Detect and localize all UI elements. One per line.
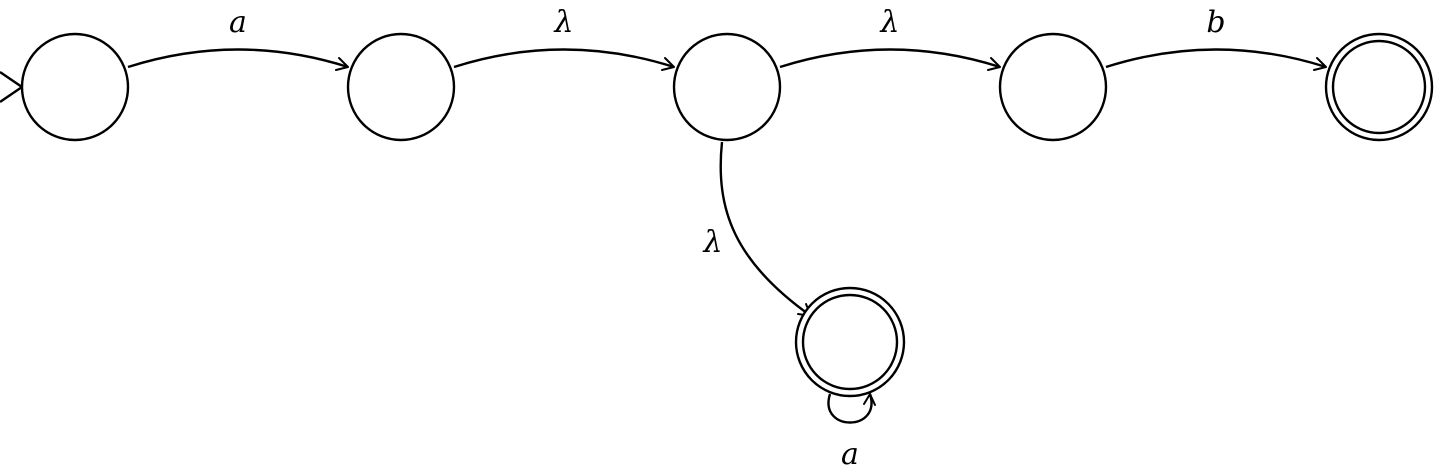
start-arrow bbox=[0, 71, 25, 103]
label-q2-q3: λ bbox=[879, 5, 899, 40]
state-q5-inner-ring bbox=[801, 293, 899, 391]
transition-q1-q2: λ bbox=[453, 5, 675, 71]
transition-q5-q5: a bbox=[827, 393, 876, 472]
edge-q1-q2 bbox=[453, 48, 675, 69]
edge-q2-q3 bbox=[779, 48, 1001, 69]
transition-q2-q3: λ bbox=[779, 5, 1001, 71]
transition-q2-q5: λ bbox=[702, 141, 812, 317]
edge-q3-q4 bbox=[1105, 48, 1327, 69]
state-q2 bbox=[672, 32, 782, 142]
arrowhead-q2-q3 bbox=[987, 57, 1001, 71]
arrowhead-q0-q1 bbox=[335, 57, 349, 71]
state-q4-accepting bbox=[1324, 32, 1434, 142]
arrowhead-q1-q2 bbox=[661, 57, 675, 71]
state-q0-start bbox=[20, 32, 130, 142]
state-q4-inner-ring bbox=[1331, 39, 1427, 135]
arrowhead-q3-q4 bbox=[1313, 57, 1327, 71]
label-q0-q1: a bbox=[229, 5, 247, 40]
arrowhead-q5-q5 bbox=[863, 393, 876, 406]
transition-q3-q4: b bbox=[1105, 5, 1327, 71]
state-q1 bbox=[346, 32, 456, 142]
transition-q0-q1: a bbox=[127, 5, 349, 71]
label-q1-q2: λ bbox=[553, 5, 573, 40]
label-q5-q5: a bbox=[841, 437, 859, 472]
label-q2-q5: λ bbox=[702, 225, 722, 260]
state-q3 bbox=[998, 32, 1108, 142]
edge-q0-q1 bbox=[127, 48, 349, 69]
edge-q5-q5 bbox=[827, 393, 873, 424]
label-q3-q4: b bbox=[1206, 5, 1225, 40]
edge-q2-q5 bbox=[719, 141, 812, 317]
state-q5-accepting bbox=[794, 286, 906, 398]
